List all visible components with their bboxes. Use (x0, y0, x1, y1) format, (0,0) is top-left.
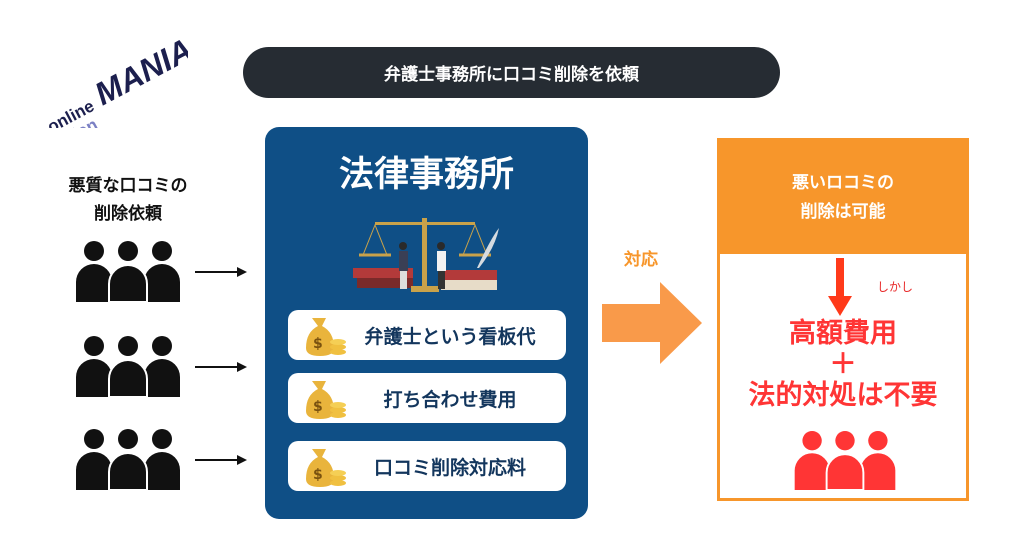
arrow-right-icon (195, 267, 247, 277)
request-label: 悪質な口コミの 削除依頼 (40, 172, 216, 228)
big-arrow-right-icon (602, 282, 702, 364)
money-bag-icon: $ (306, 381, 346, 419)
request-label-line2: 削除依頼 (94, 204, 162, 224)
cost-item: $ 口コミ削除対応料 (288, 441, 566, 491)
money-bag-icon: $ (306, 318, 346, 356)
response-label: 対応 (624, 250, 658, 270)
cost-item: $ 打ち合わせ費用 (288, 373, 566, 423)
cost-item: $ 弁護士という看板代 (288, 310, 566, 360)
svg-text:$: $ (313, 336, 323, 352)
people-group-icon (76, 429, 180, 490)
conclusion-plus: ＋ (829, 349, 857, 380)
arrow-right-icon (195, 455, 247, 465)
arrow-down-icon (828, 258, 852, 316)
people-group-icon (76, 241, 180, 302)
however-label: しかし (877, 280, 914, 294)
people-group-icon (794, 430, 896, 490)
result-header-line2: 削除は可能 (800, 201, 886, 222)
title-text: 弁護士事務所に口コミ削除を依頼 (384, 65, 639, 85)
result-header-line1: 悪いロコミの (792, 172, 894, 193)
arrow-right-icon (195, 362, 247, 372)
result-panel (717, 138, 969, 501)
result-conclusion: 高額費用 ＋ 法的対処は不要 (720, 318, 966, 411)
svg-text:$: $ (313, 399, 323, 415)
law-firm-title: 法律事務所 (338, 155, 514, 195)
result-header: 悪いロコミの 削除は可能 (720, 141, 966, 254)
cost-label: 口コミ削除対応料 (373, 456, 526, 479)
people-group-icon (76, 336, 180, 397)
request-label-line1: 悪質な口コミの (68, 176, 188, 196)
scales-of-justice-illustration (353, 218, 499, 292)
svg-text:MANIA: MANIA (89, 31, 188, 112)
conclusion-line1: 高額費用 (789, 318, 897, 349)
svg-text:$: $ (313, 467, 323, 483)
conclusion-line2: 法的対処は不要 (748, 380, 938, 411)
online-salon-mania-logo: online salon MANIA (44, 31, 188, 128)
title-banner: 弁護士事務所に口コミ削除を依頼 (243, 47, 780, 98)
money-bag-icon: $ (306, 449, 346, 487)
cost-label: 弁護士という看板代 (364, 325, 536, 348)
cost-label: 打ち合わせ費用 (383, 388, 517, 411)
